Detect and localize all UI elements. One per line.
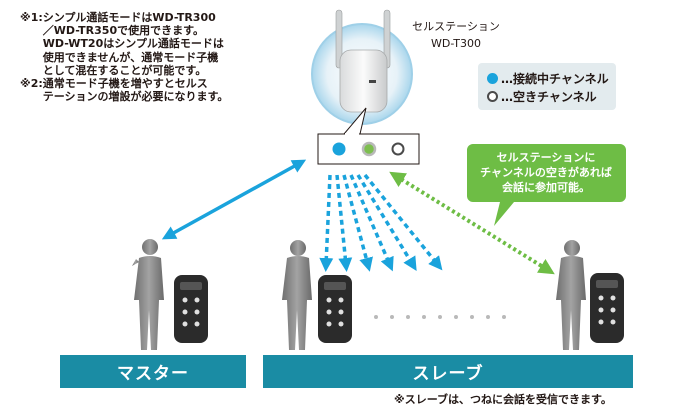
- slave-handset-2: [590, 273, 624, 343]
- station-indicator: [369, 80, 376, 83]
- slave-person-1: [282, 240, 312, 350]
- in-use-dot-icon: [487, 73, 498, 84]
- broadcast-arrows: [319, 173, 443, 272]
- legend-free-label: …空きチャンネル: [501, 90, 597, 104]
- broadcast-arrow: [349, 174, 394, 272]
- channel-in-use-green: [361, 141, 377, 157]
- channel-free: [391, 142, 405, 156]
- broadcast-arrow: [363, 173, 443, 271]
- broadcast-arrow: [319, 174, 334, 272]
- broadcast-arrow: [335, 174, 353, 272]
- channel-in-use-blue: [332, 142, 346, 156]
- cell-station-illustration: [311, 9, 413, 125]
- note-1-text: シンプル通話モードはWD-TR300 ／WD-TR350で使用できます。 WD-…: [42, 11, 224, 77]
- channel-box: [317, 107, 420, 165]
- note-1: ※1: シンプル通話モードはWD-TR300 ／WD-TR350で使用できます。…: [20, 11, 290, 77]
- master-bar: マスター: [60, 355, 246, 388]
- station-name: セルステーション: [412, 20, 500, 33]
- legend-free: …空きチャンネル: [487, 88, 597, 105]
- master-link-arrow: [161, 159, 307, 240]
- note-2: ※2: 通常モード子機を増やすとセルス テーションの増設が必要になります。: [20, 77, 290, 103]
- slave-person-2: [556, 240, 586, 350]
- notes-block: ※1: シンプル通話モードはWD-TR300 ／WD-TR350で使用できます。…: [20, 11, 290, 103]
- footnote: ※スレーブは、つねに会話を受信できます。: [394, 393, 612, 406]
- note-2-mark: ※2:: [20, 77, 43, 91]
- station-body: [339, 49, 388, 113]
- note-2-text: 通常モード子機を増やすとセルス テーションの増設が必要になります。: [42, 77, 229, 104]
- ellipsis-dots: [374, 315, 506, 319]
- broadcast-arrow: [342, 174, 373, 272]
- master-handset: [174, 275, 208, 343]
- station-antenna-left: [335, 9, 343, 69]
- station-label: セルステーション WD-T300: [396, 18, 516, 52]
- slave-handset-1: [318, 275, 352, 343]
- legend-in-use-label: …接続中チャンネル: [501, 72, 609, 86]
- note-1-mark: ※1:: [20, 11, 43, 24]
- free-dot-icon: [487, 91, 498, 102]
- slave-bar: スレーブ: [263, 355, 633, 388]
- callout-text: セルステーションに チャンネルの空きがあれば 会話に参加可能。: [480, 151, 612, 194]
- callout-bubble: [467, 144, 626, 226]
- legend-in-use: …接続中チャンネル: [487, 70, 609, 87]
- master-person: [132, 239, 164, 350]
- station-model: WD-T300: [430, 37, 482, 50]
- legend-box: …接続中チャンネル …空きチャンネル: [478, 63, 616, 110]
